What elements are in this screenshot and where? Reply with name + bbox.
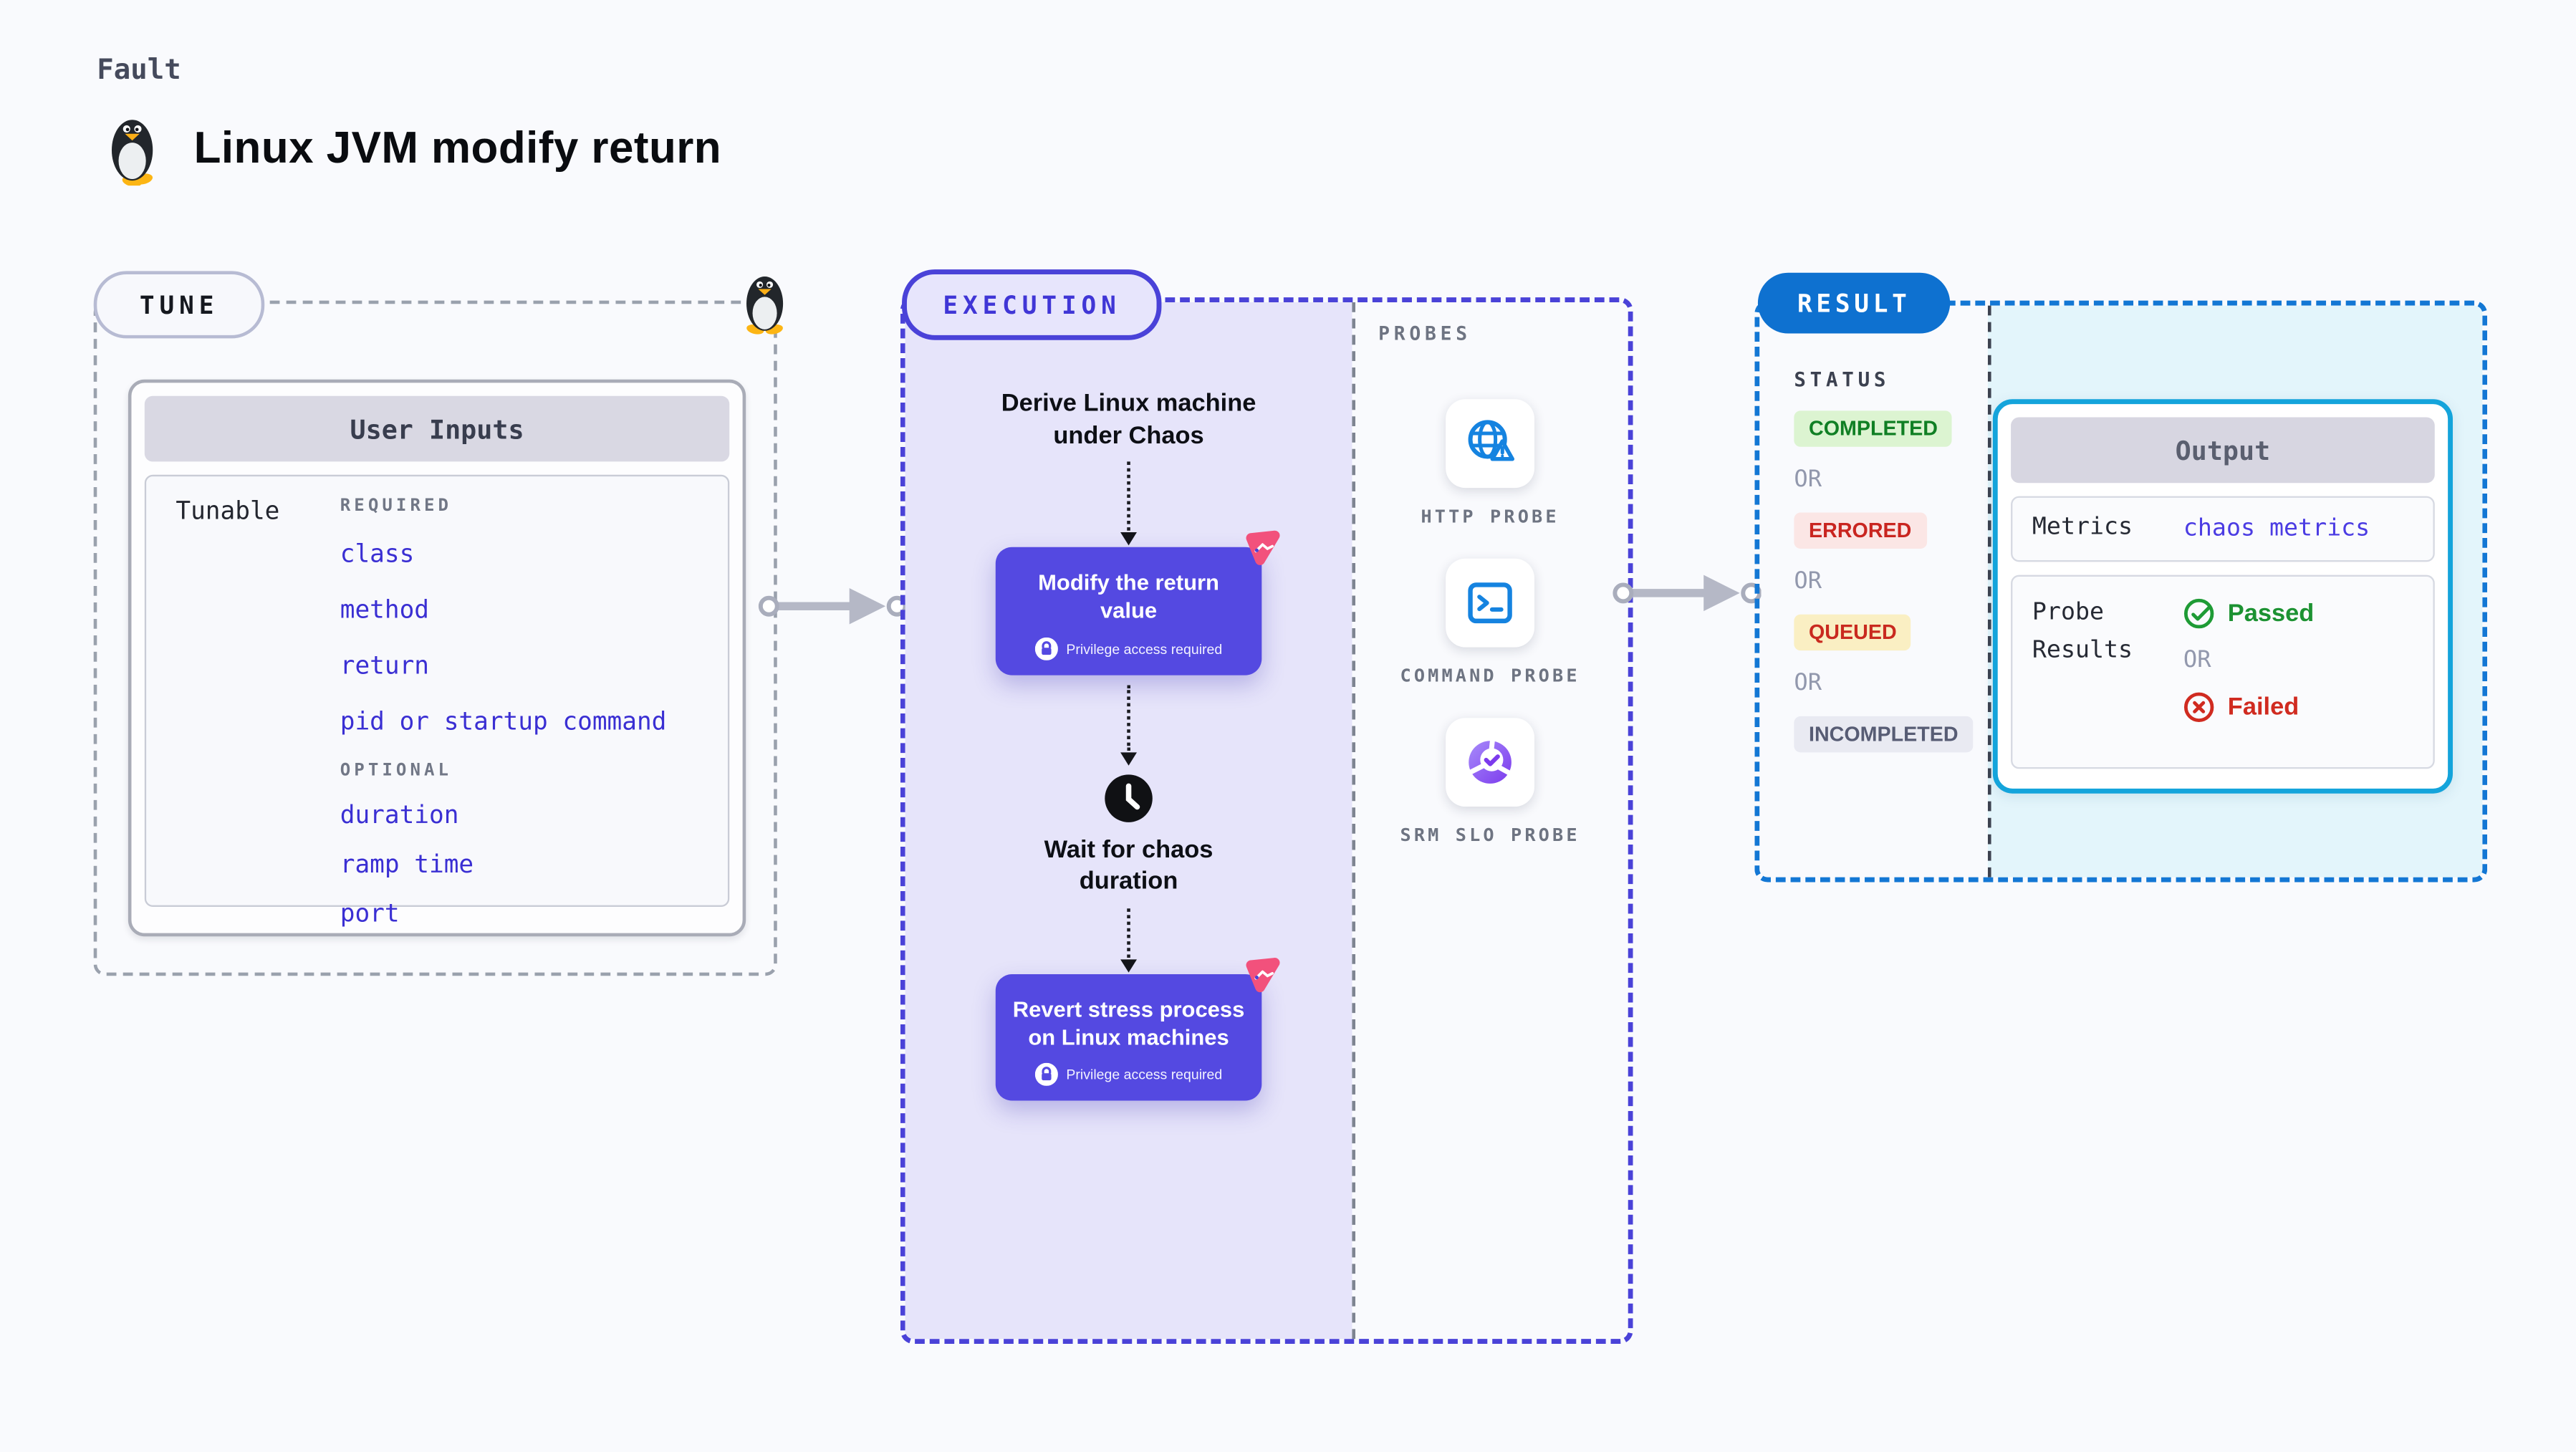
probe-results-label: Probe Results bbox=[2032, 600, 2133, 664]
fault-kicker: Fault bbox=[97, 54, 181, 87]
dotted-arrow-down bbox=[1120, 684, 1138, 765]
flow-arrow-tune-to-execution bbox=[758, 588, 907, 625]
terminal-icon bbox=[1468, 582, 1512, 624]
user-inputs-card: User Inputs Tunable REQUIRED class metho… bbox=[128, 379, 746, 937]
privilege-note: Privilege access required bbox=[1012, 636, 1246, 660]
slo-donut-check-icon bbox=[1468, 739, 1512, 784]
clock-icon bbox=[1104, 773, 1153, 822]
linux-penguin-icon bbox=[102, 112, 163, 186]
tune-section: TUNE User Inputs Tunable REQUIRED class … bbox=[93, 271, 784, 976]
action-title: Revert stress process on Linux machines bbox=[1012, 996, 1245, 1049]
title-row: Linux JVM modify return bbox=[102, 112, 721, 186]
http-probe-card bbox=[1446, 399, 1535, 489]
globe-alert-icon bbox=[1468, 420, 1515, 461]
status-badge-incompleted: INCOMPLETED bbox=[1794, 716, 1974, 753]
param-link-method[interactable]: method bbox=[340, 595, 429, 625]
lock-icon bbox=[1034, 1062, 1058, 1087]
param-link-port[interactable]: port bbox=[340, 898, 400, 928]
status-output-divider bbox=[1987, 305, 1991, 878]
step-wait-duration: Wait for chaos duration bbox=[1044, 835, 1213, 895]
result-section: RESULT STATUS COMPLETED OR ERRORED OR QU… bbox=[1754, 272, 2488, 883]
verdict-passed: Passed bbox=[2183, 598, 2314, 630]
srm-slo-probe-label: SRM SLO PROBE bbox=[1400, 824, 1580, 847]
output-card: Output Metrics chaos metrics Probe Resul… bbox=[1992, 399, 2454, 794]
result-badge: RESULT bbox=[1757, 272, 1951, 334]
status-badge-queued: QUEUED bbox=[1794, 614, 1912, 651]
failed-text: Failed bbox=[2227, 693, 2299, 721]
tune-badge: TUNE bbox=[93, 271, 265, 339]
user-inputs-body: Tunable REQUIRED class method return pid… bbox=[144, 474, 730, 928]
status-column: STATUS COMPLETED OR ERRORED OR QUEUED OR… bbox=[1794, 367, 1974, 753]
privilege-note: Privilege access required bbox=[1012, 1062, 1246, 1087]
or-separator: OR bbox=[1794, 466, 1822, 494]
action-title: Modify the return value bbox=[1038, 569, 1219, 623]
status-label: STATUS bbox=[1794, 367, 1890, 391]
flow-arrow-execution-to-result bbox=[1613, 574, 1762, 612]
metrics-row: Metrics chaos metrics bbox=[2011, 496, 2435, 562]
dotted-arrow-down bbox=[1120, 908, 1138, 972]
status-badge-errored: ERRORED bbox=[1794, 512, 1927, 549]
tunable-label: Tunable bbox=[176, 496, 280, 526]
tunable-params: REQUIRED class method return pid or star… bbox=[340, 496, 728, 928]
probe-results-row: Probe Results Passed OR bbox=[2011, 574, 2435, 769]
command-probe-label: COMMAND PROBE bbox=[1400, 665, 1580, 687]
param-link-class[interactable]: class bbox=[340, 539, 415, 569]
dotted-arrow-down bbox=[1120, 461, 1138, 546]
execution-flow: Derive Linux machine under Chaos Modify … bbox=[905, 302, 1352, 1101]
action-modify-return-value: Modify the return value Privilege access… bbox=[995, 530, 1280, 675]
metrics-label: Metrics bbox=[2032, 514, 2133, 542]
optional-label: OPTIONAL bbox=[340, 760, 453, 781]
chaos-pink-logo-icon bbox=[1242, 953, 1282, 993]
execution-probes-divider bbox=[1352, 302, 1356, 1340]
step-derive-machine: Derive Linux machine under Chaos bbox=[1001, 389, 1256, 450]
output-title: Output bbox=[2011, 417, 2435, 484]
execution-badge: EXECUTION bbox=[902, 269, 1163, 340]
passed-text: Passed bbox=[2227, 600, 2315, 628]
param-link-pid-or-startup-command[interactable]: pid or startup command bbox=[340, 706, 667, 736]
x-circle-icon bbox=[2183, 692, 2214, 722]
lock-icon bbox=[1034, 636, 1058, 660]
or-separator: OR bbox=[2183, 647, 2211, 674]
required-label: REQUIRED bbox=[340, 496, 453, 516]
command-probe-card bbox=[1446, 558, 1535, 648]
param-link-duration[interactable]: duration bbox=[340, 799, 459, 830]
http-probe-label: HTTP PROBE bbox=[1421, 506, 1559, 528]
linux-penguin-icon bbox=[738, 268, 792, 337]
execution-section: EXECUTION PROBES Derive Linux machine un… bbox=[900, 269, 1633, 1344]
probes-label: PROBES bbox=[1378, 322, 1471, 345]
srm-slo-probe-card bbox=[1446, 718, 1535, 807]
page-title: Linux JVM modify return bbox=[193, 123, 722, 173]
param-link-return[interactable]: return bbox=[340, 650, 429, 681]
probes-column: HTTP PROBE COMMAND PROBE bbox=[1352, 302, 1628, 855]
user-inputs-title: User Inputs bbox=[144, 395, 730, 462]
or-separator: OR bbox=[1794, 568, 1822, 595]
privilege-note-text: Privilege access required bbox=[1066, 1066, 1223, 1083]
or-separator: OR bbox=[1794, 670, 1822, 697]
verdict-failed: Failed bbox=[2183, 692, 2314, 723]
param-link-ramp-time[interactable]: ramp time bbox=[340, 849, 474, 879]
privilege-note-text: Privilege access required bbox=[1066, 640, 1223, 657]
chaos-metrics-link[interactable]: chaos metrics bbox=[2183, 516, 2370, 542]
chaos-pink-logo-icon bbox=[1242, 527, 1282, 567]
status-badge-completed: COMPLETED bbox=[1794, 410, 1953, 447]
action-revert-stress-process: Revert stress process on Linux machines … bbox=[995, 956, 1280, 1101]
probe-verdicts: Passed OR Failed bbox=[2183, 595, 2314, 767]
check-circle-icon bbox=[2183, 598, 2214, 629]
